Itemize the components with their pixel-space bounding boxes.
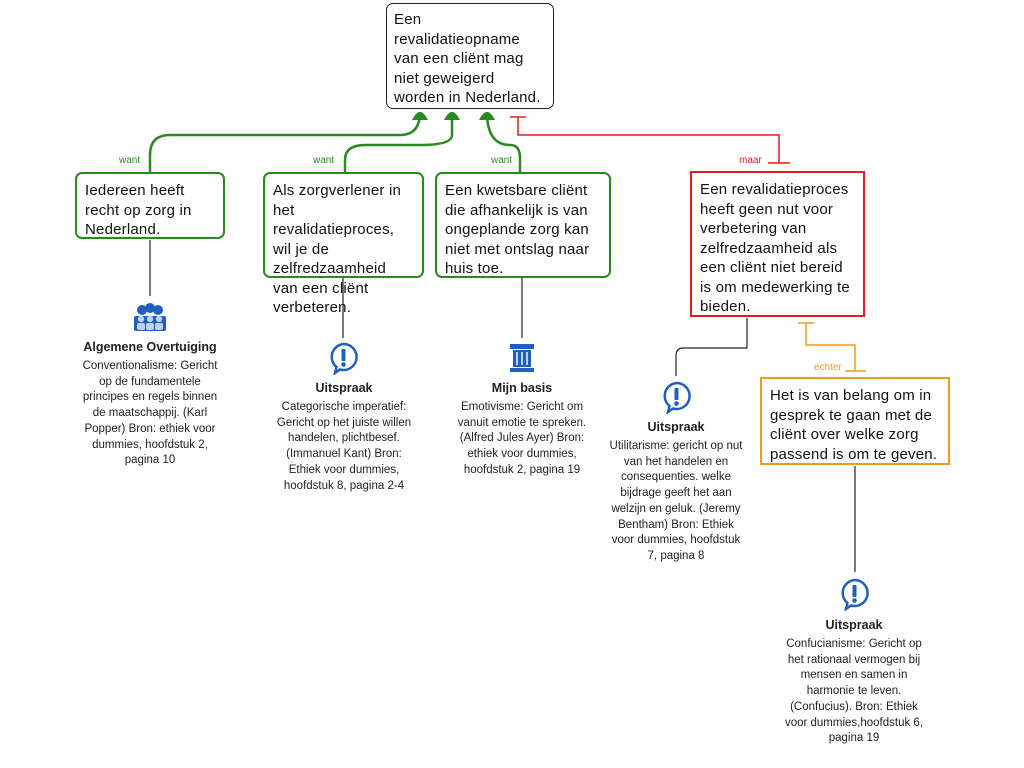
reason-box-1[interactable]: Iedereen heeft recht op zorg in Nederlan… [75,172,225,239]
note-text: Confucianisme: Gericht op het rationaal … [784,638,924,745]
connector-label-maar: maar [737,155,764,167]
note-title: Uitspraak [315,381,373,395]
note-mijn-basis: Mijn basis Emotivisme: Gericht om vanuit… [455,380,589,479]
exclamation-bubble-icon [841,578,869,611]
connector-label-want-3: want [489,155,515,167]
rebuttal-box[interactable]: Het is van belang om in gesprek te gaan … [760,377,950,465]
note-text: Conventionalisme: Gericht op de fundamen… [82,360,218,467]
main-claim[interactable]: Een revalidatieopname van een cliënt mag… [386,3,554,109]
connector-label-want-1: want [117,155,143,167]
reason-box-3[interactable]: Een kwetsbare cliënt die afhankelijk is … [435,172,611,278]
reason-box-2[interactable]: Als zorgverlener in het revalidatieproce… [263,172,424,316]
exclamation-bubble-icon [330,342,358,375]
connector-label-echter: echter [812,362,844,374]
pillar-icon [510,344,534,372]
objection-box[interactable]: Een revalidatieproces heeft geen nut voo… [690,171,865,317]
note-uitspraak-1: Uitspraak Categorische imperatief: Geric… [275,380,413,494]
people-group-icon [134,303,166,331]
note-uitspraak-2: Uitspraak Utilitarisme: gericht op nut v… [606,419,746,565]
note-text: Emotivisme: Gericht om vanuit emotie te … [457,401,587,476]
note-title: Algemene Overtuiging [83,340,217,354]
connector-label-want-2: want [311,155,337,167]
note-algemene-overtuiging: Algemene Overtuiging Conventionalisme: G… [80,339,220,469]
note-title: Uitspraak [647,420,705,434]
note-text: Utilitarisme: gericht op nut van het han… [609,440,743,562]
note-title: Uitspraak [825,618,883,632]
exclamation-bubble-icon [663,381,691,414]
note-title: Mijn basis [491,381,553,395]
note-uitspraak-3: Uitspraak Confucianisme: Gericht op het … [783,617,925,747]
note-text: Categorische imperatief: Gericht op het … [276,401,412,492]
